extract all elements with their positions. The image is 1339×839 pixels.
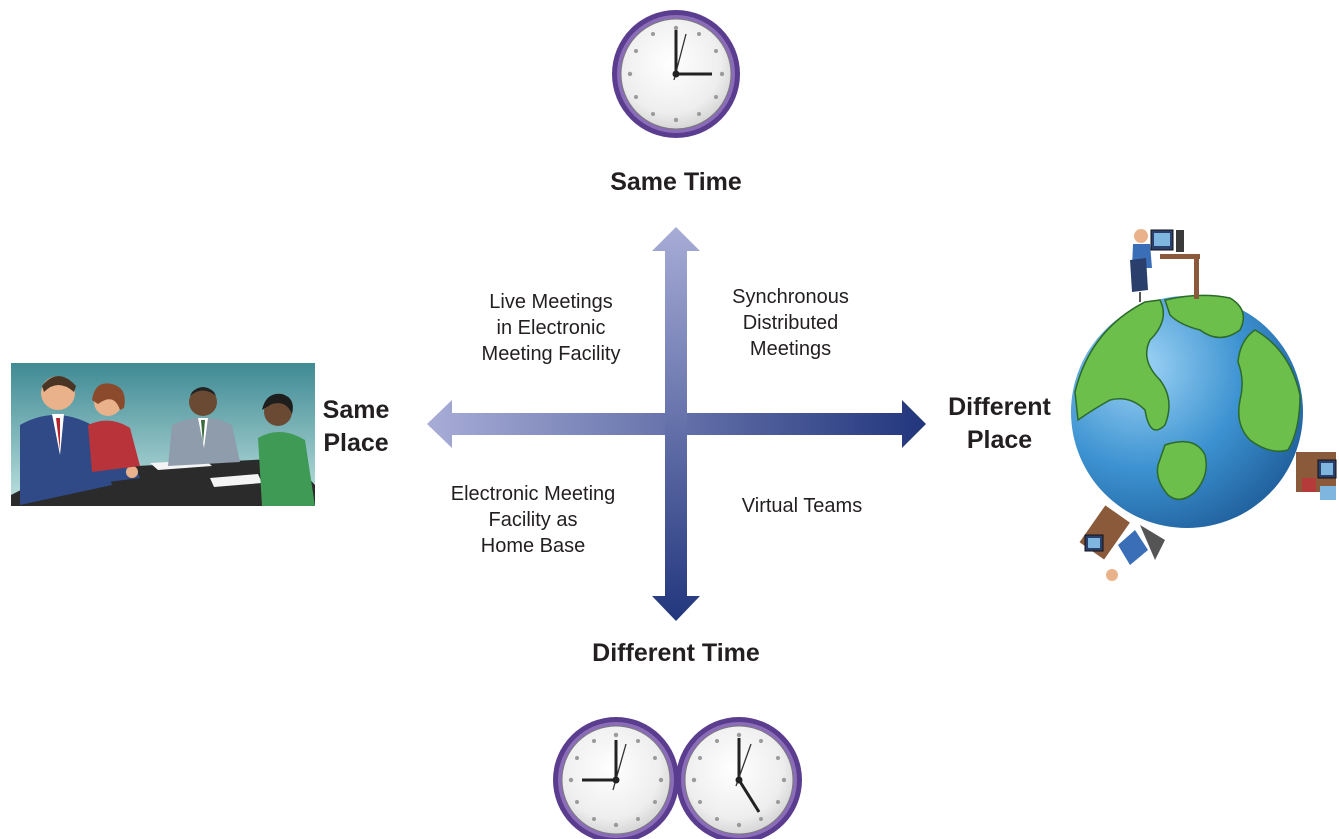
- quadrant-label-top-left: Live Meetings in Electronic Meeting Faci…: [481, 291, 621, 365]
- quadrant-label-bottom-left: Electronic Meeting Facility as Home Base: [450, 483, 616, 557]
- computer-workstation-icon: [1079, 505, 1165, 581]
- axis-label-same-time: Same Time: [610, 168, 742, 196]
- meeting-room-illustration: [11, 363, 315, 506]
- quadrant-label-bottom-right: Virtual Teams: [741, 495, 863, 517]
- quadrant-label-top-right: Synchronous Distributed Meetings: [732, 286, 849, 360]
- computer-workstation-icon: [1296, 452, 1337, 500]
- axis-label-different-place: Different Place: [948, 393, 1051, 454]
- vertical-axis-arrow: [652, 227, 700, 621]
- axis-label-same-place: Same Place: [322, 396, 390, 457]
- computer-workstation-icon: [1130, 229, 1200, 302]
- globe-illustration: [1071, 229, 1337, 581]
- axis-label-different-time: Different Time: [592, 639, 760, 667]
- clock-icon: [676, 717, 802, 839]
- clock-icon: [553, 717, 679, 839]
- clock-icon: [612, 10, 740, 138]
